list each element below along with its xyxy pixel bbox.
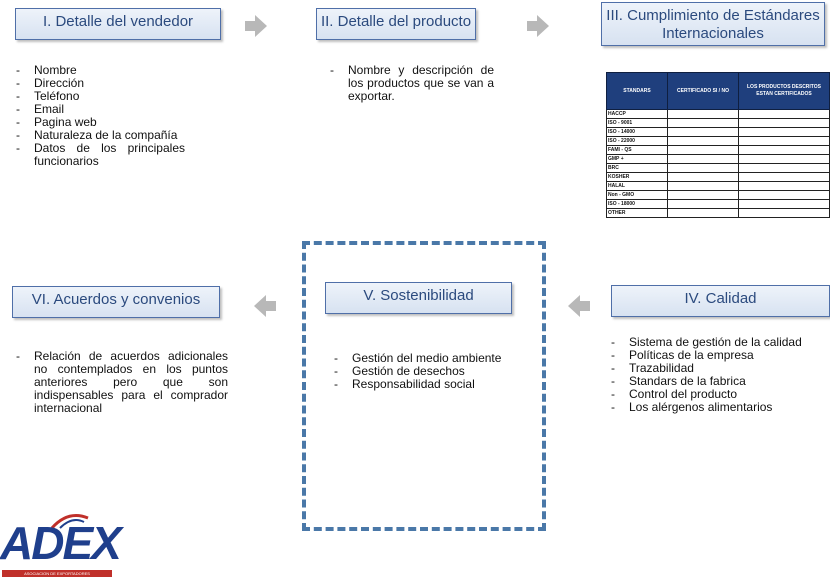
logo-subtitle: ASOCIACION DE EXPORTADORES (2, 570, 112, 577)
table-cell-standard: GMP + (606, 154, 668, 164)
sostenibilidad-highlight-frame (302, 241, 546, 531)
table-row: FAMI - QS (606, 145, 830, 155)
table-row: GMP + (606, 154, 830, 164)
list-item: Standars de la fabrica (605, 375, 830, 389)
table-cell-standard: ISO - 14000 (606, 127, 668, 137)
list-item: Políticas de la empresa (605, 349, 830, 363)
table-cell-standard: HALAL (606, 181, 668, 191)
table-cell-standard: ISO - 9001 (606, 118, 668, 128)
table-cell-standard: BRC (606, 163, 668, 173)
box-calidad: IV. Calidad (611, 285, 830, 317)
table-row: ISO - 18000 (606, 199, 830, 209)
table-row: KOSHER (606, 172, 830, 182)
list-acuerdos: Relación de acuerdos adicionales no cont… (10, 350, 228, 415)
box-sostenibilidad: V. Sostenibilidad (325, 282, 512, 314)
list-item: Teléfono (10, 90, 185, 104)
list-item: Responsabilidad social (328, 378, 538, 392)
box-calidad-label: IV. Calidad (684, 290, 757, 307)
logo: ADEX (0, 517, 122, 569)
table-row: OTHER (606, 208, 830, 218)
box-acuerdos-label: VI. Acuerdos y convenios (31, 291, 201, 308)
table-cell-standard: OTHER (606, 208, 668, 218)
table-row: Non - GMO (606, 190, 830, 200)
list-item: Pagina web (10, 116, 185, 130)
table-row: ISO - 22000 (606, 136, 830, 146)
box-cumplimiento-label: III. Cumplimiento de Estándares Internac… (606, 7, 820, 42)
box-acuerdos-convenios: VI. Acuerdos y convenios (12, 286, 220, 318)
table-row: ISO - 9001 (606, 118, 830, 128)
table-cell-standard: HACCP (606, 109, 668, 119)
list-sostenibilidad: Gestión del medio ambiente Gestión de de… (328, 352, 538, 392)
box-detalle-producto-label: II. Detalle del producto (320, 13, 472, 30)
table-row: ISO - 14000 (606, 127, 830, 137)
table-row: BRC (606, 163, 830, 173)
list-item: Nombre y descripción de los productos qu… (324, 64, 494, 103)
table-cell-standard: KOSHER (606, 172, 668, 182)
list-calidad: Sistema de gestión de la calidad Polític… (605, 336, 830, 415)
list-item: Los alérgenos alimentarios (605, 401, 830, 415)
list-vendedor: Nombre Dirección Teléfono Email Pagina w… (10, 64, 185, 168)
list-item: Sistema de gestión de la calidad (605, 336, 830, 350)
list-item: Email (10, 103, 185, 117)
table-row: HACCP (606, 109, 830, 119)
list-item: Gestión de desechos (328, 365, 538, 379)
table-header: CERTIFICADO SI / NO (667, 72, 739, 110)
list-item: Gestión del medio ambiente (328, 352, 538, 366)
list-item: Naturaleza de la compañía (10, 129, 185, 143)
arrow-left-icon (254, 295, 276, 317)
table-cell-standard: ISO - 18000 (606, 199, 668, 209)
list-item: Trazabilidad (605, 362, 830, 376)
list-item: Relación de acuerdos adicionales no cont… (10, 350, 228, 415)
table-header: STANDARS (606, 72, 668, 110)
standards-table: STANDARS CERTIFICADO SI / NO LOS PRODUCT… (606, 72, 830, 218)
table-header: LOS PRODUCTOS DESCRITOS ESTAN CERTIFICAD… (738, 72, 830, 110)
arrow-right-icon (245, 15, 267, 37)
table-cell-standard: Non - GMO (606, 190, 668, 200)
list-item: Datos de los principales funcionarios (10, 142, 185, 168)
list-producto: Nombre y descripción de los productos qu… (324, 64, 494, 103)
table-cell-standard: ISO - 22000 (606, 136, 668, 146)
arrow-right-icon (527, 15, 549, 37)
list-item: Control del producto (605, 388, 830, 402)
list-item: Dirección (10, 77, 185, 91)
box-detalle-producto: II. Detalle del producto (316, 8, 476, 40)
box-cumplimiento-estandares: III. Cumplimiento de Estándares Internac… (601, 2, 825, 46)
table-cell-standard: FAMI - QS (606, 145, 668, 155)
box-detalle-vendedor-label: I. Detalle del vendedor (42, 13, 194, 30)
box-detalle-vendedor: I. Detalle del vendedor (15, 8, 221, 40)
logo-swoosh-icon (50, 514, 89, 530)
arrow-left-icon (568, 295, 590, 317)
list-item: Nombre (10, 64, 185, 78)
table-row: HALAL (606, 181, 830, 191)
box-sostenibilidad-label: V. Sostenibilidad (363, 287, 474, 304)
